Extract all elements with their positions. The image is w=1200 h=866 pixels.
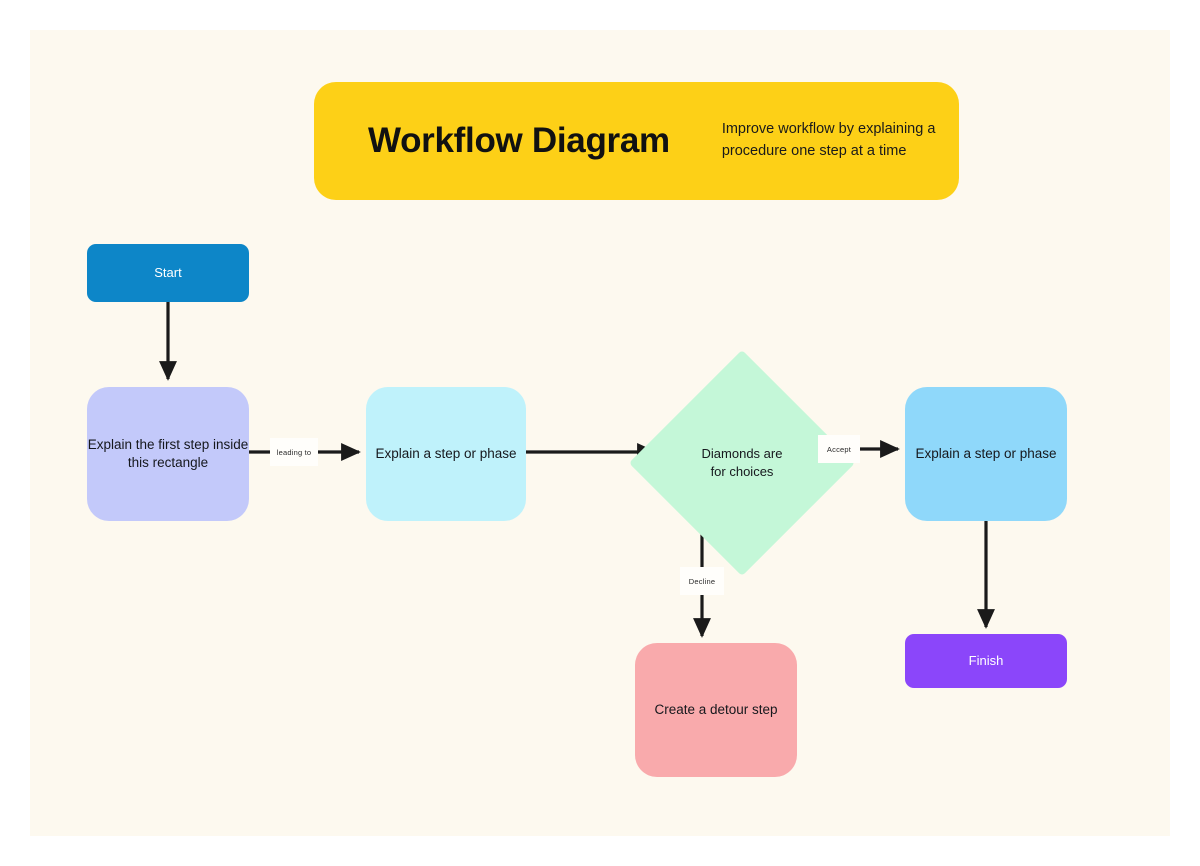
node-step-phase-1[interactable]: Explain a step or phase	[366, 387, 526, 521]
node-first-step[interactable]: Explain the first step inside this recta…	[87, 387, 249, 521]
node-finish[interactable]: Finish	[905, 634, 1067, 688]
page-subtitle: Improve workflow by explaining a procedu…	[721, 121, 936, 159]
node-detour-label: Create a detour step	[654, 701, 778, 717]
node-finish-label: Finish	[968, 653, 1004, 669]
node-decision-label: Diamonds are for choices	[701, 446, 783, 479]
node-first-step-label: Explain the first step inside this recta…	[87, 436, 249, 470]
node-step-phase-2-label: Explain a step or phase	[915, 445, 1057, 461]
diagram-title-banner: Workflow Diagram Improve workflow by exp…	[314, 82, 959, 200]
node-step-phase-1-label: Explain a step or phase	[375, 445, 517, 461]
node-decision[interactable]: Diamonds are for choices	[628, 349, 856, 577]
node-start-label: Start	[154, 265, 182, 281]
edge-label-decline[interactable]: Decline	[680, 567, 724, 595]
node-step-phase-2[interactable]: Explain a step or phase	[905, 387, 1067, 521]
page-title: Workflow Diagram	[368, 121, 670, 161]
node-detour[interactable]: Create a detour step	[635, 643, 797, 777]
node-start[interactable]: Start	[87, 244, 249, 302]
edge-label-accept[interactable]: Accept	[818, 435, 860, 463]
edge-label-leading-to[interactable]: leading to	[270, 438, 318, 466]
diagram-canvas: Workflow Diagram Improve workflow by exp…	[30, 30, 1170, 836]
